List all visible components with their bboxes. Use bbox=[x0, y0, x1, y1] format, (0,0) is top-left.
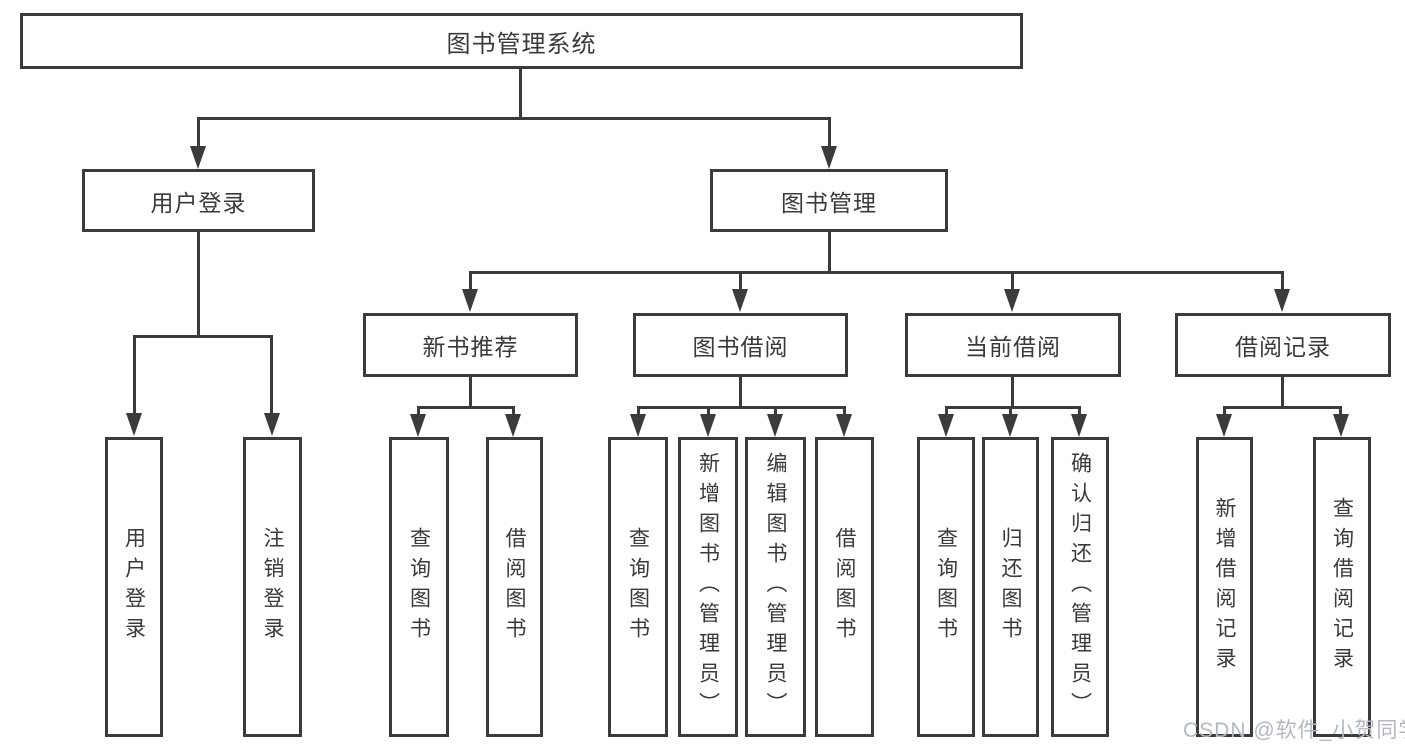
leaf-user-login: 用户登录 bbox=[105, 437, 163, 737]
node-label: 借阅图书 bbox=[833, 527, 856, 647]
arrow-down-icon bbox=[1216, 414, 1232, 437]
connector-line bbox=[1339, 406, 1342, 417]
node-label: 新增借阅记录 bbox=[1213, 497, 1236, 677]
leaf-add-borrow-record: 新增借阅记录 bbox=[1196, 437, 1253, 737]
node-book-borrowing: 图书借阅 bbox=[633, 313, 848, 377]
node-book-management: 图书管理 bbox=[710, 169, 948, 232]
arrow-down-icon bbox=[410, 414, 426, 437]
leaf-confirm-return-admin: 确认归还（管理员） bbox=[1051, 437, 1109, 737]
node-label: 归还图书 bbox=[999, 527, 1022, 647]
node-label: 查询图书 bbox=[934, 527, 958, 647]
leaf-query-books-recommend: 查询图书 bbox=[389, 437, 449, 737]
connector-line bbox=[1078, 406, 1081, 417]
node-label: 用户登录 bbox=[150, 189, 247, 216]
connector-line bbox=[1011, 271, 1014, 293]
arrow-down-icon bbox=[1274, 289, 1290, 312]
connector-line bbox=[1223, 406, 1226, 417]
arrow-down-icon bbox=[505, 414, 521, 437]
csdn-watermark: CSDN @软件_小贺同学 bbox=[1183, 719, 1405, 742]
node-label: 查询借阅记录 bbox=[1330, 497, 1354, 677]
connector-line bbox=[637, 406, 846, 409]
node-label: 查询图书 bbox=[407, 527, 431, 647]
connector-line bbox=[469, 377, 472, 408]
arrow-down-icon bbox=[1333, 414, 1349, 437]
arrow-down-icon bbox=[190, 146, 206, 169]
connector-line bbox=[945, 406, 1081, 409]
leaf-query-books-borrow: 查询图书 bbox=[608, 437, 668, 737]
arrow-down-icon bbox=[821, 146, 837, 169]
node-user-login: 用户登录 bbox=[82, 169, 315, 232]
node-label: 注销登录 bbox=[261, 527, 284, 647]
connector-line bbox=[828, 117, 831, 149]
node-label: 当前借阅 bbox=[965, 334, 1061, 360]
node-label: 图书借阅 bbox=[692, 334, 789, 360]
node-label: 图书管理系统 bbox=[446, 30, 597, 58]
connector-line bbox=[843, 406, 846, 417]
connector-line bbox=[197, 231, 200, 337]
node-label: 查询图书 bbox=[626, 527, 650, 647]
node-label: 借阅图书 bbox=[503, 527, 526, 647]
connector-line bbox=[1011, 377, 1014, 408]
arrow-down-icon bbox=[630, 414, 646, 437]
connector-line bbox=[1281, 271, 1284, 293]
connector-line bbox=[828, 231, 831, 273]
connector-line bbox=[774, 406, 777, 417]
arrow-down-icon bbox=[264, 413, 280, 436]
connector-line bbox=[197, 117, 831, 120]
leaf-add-books-admin: 新增图书（管理员） bbox=[678, 437, 738, 737]
connector-line bbox=[417, 406, 420, 417]
arrow-down-icon bbox=[938, 414, 954, 437]
arrow-down-icon bbox=[767, 414, 783, 437]
leaf-logout: 注销登录 bbox=[243, 437, 302, 737]
leaf-return-books: 归还图书 bbox=[982, 437, 1039, 737]
connector-line bbox=[739, 377, 742, 408]
leaf-borrow-books: 借阅图书 bbox=[815, 437, 874, 737]
arrow-down-icon bbox=[126, 413, 142, 436]
connector-line bbox=[1223, 406, 1342, 409]
connector-line bbox=[469, 271, 1284, 274]
connector-line bbox=[739, 271, 742, 293]
connector-line bbox=[417, 406, 515, 409]
leaf-query-borrow-record: 查询借阅记录 bbox=[1313, 437, 1371, 737]
node-label: 确认归还（管理员） bbox=[1068, 452, 1092, 722]
connector-line bbox=[469, 271, 472, 293]
arrow-down-icon bbox=[732, 289, 748, 312]
node-label: 借阅记录 bbox=[1235, 334, 1331, 360]
arrow-down-icon bbox=[462, 289, 478, 312]
connector-line bbox=[1281, 377, 1284, 408]
connector-line bbox=[945, 406, 948, 417]
node-new-book-recommendation: 新书推荐 bbox=[363, 313, 578, 377]
connector-line bbox=[637, 406, 640, 417]
node-label: 新书推荐 bbox=[422, 334, 519, 360]
leaf-query-books-current: 查询图书 bbox=[917, 437, 975, 737]
connector-line bbox=[197, 117, 200, 149]
arrow-down-icon bbox=[836, 414, 852, 437]
arrow-down-icon bbox=[1071, 414, 1087, 437]
connector-line bbox=[707, 406, 710, 417]
node-borrowing-records: 借阅记录 bbox=[1175, 313, 1391, 377]
connector-line bbox=[512, 406, 515, 417]
arrow-down-icon bbox=[700, 414, 716, 437]
node-library-management-system: 图书管理系统 bbox=[20, 13, 1023, 69]
connector-line bbox=[133, 335, 273, 338]
node-current-borrowing: 当前借阅 bbox=[905, 313, 1121, 377]
node-label: 新增图书（管理员） bbox=[696, 452, 720, 722]
leaf-edit-books-admin: 编辑图书（管理员） bbox=[745, 437, 806, 737]
leaf-borrow-books-recommend: 借阅图书 bbox=[486, 437, 543, 737]
node-label: 图书管理 bbox=[781, 189, 877, 216]
connector-line bbox=[270, 335, 273, 415]
connector-line bbox=[519, 68, 522, 119]
node-label: 编辑图书（管理员） bbox=[764, 452, 787, 722]
node-label: 用户登录 bbox=[122, 527, 146, 647]
arrow-down-icon bbox=[1002, 414, 1018, 437]
arrow-down-icon bbox=[1004, 289, 1020, 312]
connector-line bbox=[133, 335, 136, 415]
connector-line bbox=[1009, 406, 1012, 417]
